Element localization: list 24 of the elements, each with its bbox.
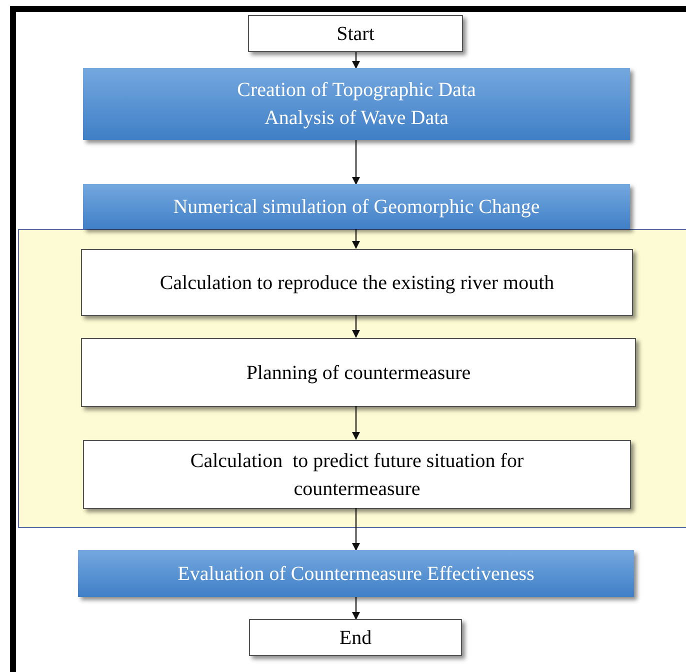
stage-box <box>83 184 630 229</box>
box-label: End <box>339 626 372 650</box>
box-label: Calculation to reproduce the existing river mouth <box>160 270 554 296</box>
process-box <box>81 338 636 407</box>
box-label: Calculation to predict future situation for countermeasure <box>189 448 525 502</box>
arrow <box>352 597 360 620</box>
arrow <box>352 52 360 69</box>
arrow <box>352 315 360 338</box>
arrow <box>352 406 360 440</box>
arrow <box>352 229 360 249</box>
process-box <box>81 249 633 316</box>
arrow <box>352 140 360 185</box>
process-box <box>248 15 463 52</box>
process-box <box>249 619 462 656</box>
box-label: Evaluation of Countermeasure Effectiveness <box>178 562 534 586</box>
box-label: Start <box>336 22 374 46</box>
stage-box <box>83 68 630 140</box>
process-box <box>83 440 631 509</box>
box-label: Planning of countermeasure <box>246 360 471 386</box>
arrow <box>352 508 360 551</box>
stage-box <box>78 550 634 597</box>
box-label: Numerical simulation of Geomorphic Change <box>173 194 540 220</box>
group-band <box>18 229 686 528</box>
box-label: Creation of Topographic Data Analysis of Wave Data <box>236 78 477 131</box>
